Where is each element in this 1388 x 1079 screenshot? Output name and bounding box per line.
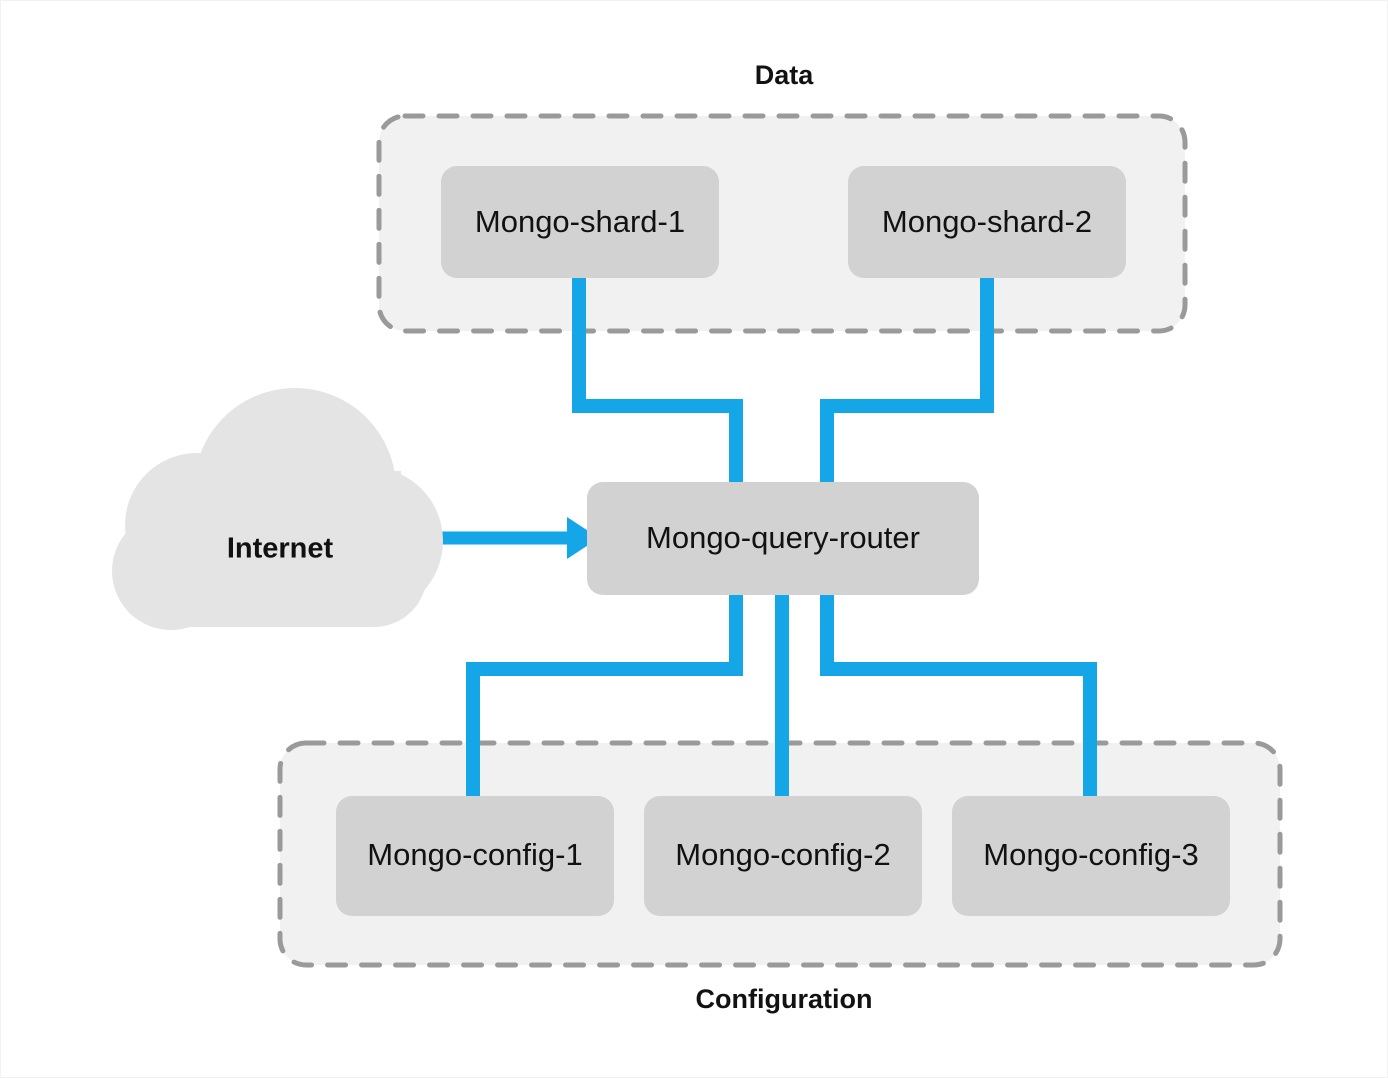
- node-internet-cloud[interactable]: Internet: [112, 388, 443, 630]
- node-mongo-config-2[interactable]: Mongo-config-2: [644, 796, 922, 916]
- mongo-config-3-label: Mongo-config-3: [983, 837, 1198, 872]
- mongo-query-router-box: [587, 482, 979, 595]
- configuration-group-label: Configuration: [696, 984, 873, 1014]
- mongo-config-1-label: Mongo-config-1: [367, 837, 582, 872]
- node-mongo-query-router[interactable]: Mongo-query-router: [587, 482, 979, 595]
- connection-shard1-to-router[interactable]: [572, 271, 743, 501]
- connection-shard2-to-router[interactable]: [820, 271, 994, 501]
- mongo-shard-2-label: Mongo-shard-2: [882, 204, 1092, 239]
- mongo-config-2-label: Mongo-config-2: [675, 837, 890, 872]
- mongo-shard-2-box: [848, 166, 1126, 278]
- mongo-shard-1-box: [441, 166, 719, 278]
- node-mongo-config-1[interactable]: Mongo-config-1: [336, 796, 614, 916]
- connection-router-to-config1[interactable]: [466, 589, 743, 801]
- cloud-icon: [112, 388, 443, 630]
- connections-layer: [421, 271, 1097, 801]
- data-group-label: Data: [755, 60, 815, 90]
- internet-cloud-label: Internet: [227, 533, 334, 565]
- mongo-config-1-box: [336, 796, 614, 916]
- connection-internet-to-router[interactable]: [421, 517, 599, 559]
- node-mongo-config-3[interactable]: Mongo-config-3: [952, 796, 1230, 916]
- arrowhead-icon: [567, 517, 599, 559]
- mongo-config-2-box: [644, 796, 922, 916]
- connection-router-to-config3[interactable]: [820, 589, 1097, 801]
- node-mongo-shard-1[interactable]: Mongo-shard-1: [441, 166, 719, 278]
- mongo-query-router-label: Mongo-query-router: [646, 520, 920, 555]
- node-mongo-shard-2[interactable]: Mongo-shard-2: [848, 166, 1126, 278]
- mongo-shard-1-label: Mongo-shard-1: [475, 204, 685, 239]
- mongo-config-3-box: [952, 796, 1230, 916]
